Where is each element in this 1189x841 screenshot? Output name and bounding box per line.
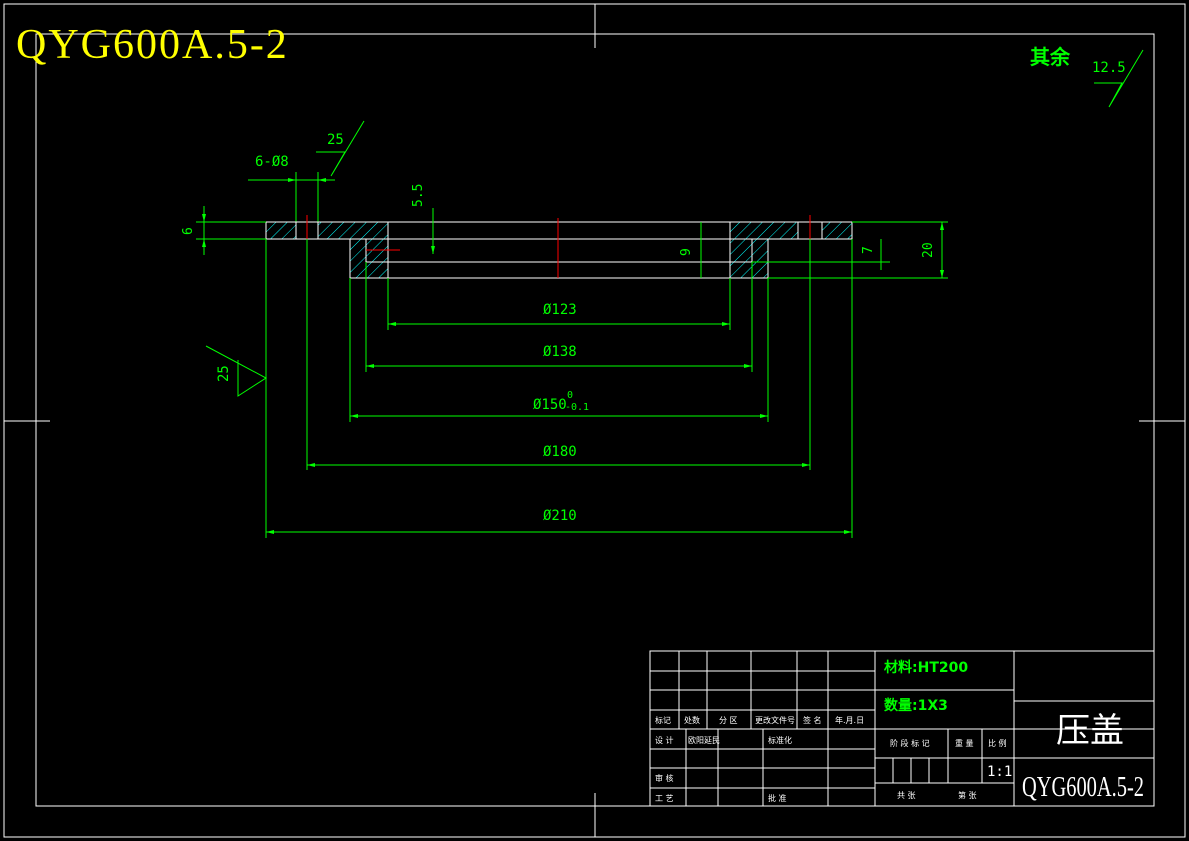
dim-d150: Ø150 <box>533 397 567 413</box>
roughness-other-symbol <box>1094 49 1144 108</box>
tb-h-zone: 分 区 <box>719 716 738 725</box>
tb-material: 材料:HT200 <box>884 659 968 676</box>
tb-part-name: 压盖 <box>1056 711 1124 751</box>
tb-h-stage: 阶 段 标 记 <box>890 738 930 748</box>
drawing-number-top: QYG600A.5-2 <box>16 22 289 68</box>
dim-d123: Ø123 <box>543 302 577 318</box>
dim-d150-tol-upper: 0 <box>567 390 573 401</box>
hole-callout: 6-Ø8 <box>255 154 289 170</box>
tb-scale: 1:1 <box>987 764 1012 780</box>
dim-20: 20 <box>921 242 936 258</box>
dim-9: 9 <box>679 248 694 256</box>
title-block <box>649 650 1155 807</box>
roughness-left-value: 25 <box>216 365 232 382</box>
roughness-other-label: 其余 <box>1030 45 1071 69</box>
tb-headers: 标记 处数 分 区 更改文件号 签 名 年.月.日 设 计 欧阳延民 标准化 审… <box>655 715 1007 803</box>
tb-h-sign: 签 名 <box>803 715 822 725</box>
tb-h-count: 处数 <box>684 715 700 725</box>
sheet-border <box>3 3 1186 838</box>
dim-d180: Ø180 <box>543 444 577 460</box>
tb-h-total: 共 张 <box>897 791 916 800</box>
tb-h-mark: 标记 <box>655 715 671 725</box>
tb-h-approve: 批 准 <box>768 793 787 803</box>
tb-drawing-number: QYG600A.5-2 <box>1022 772 1144 803</box>
dim-d150-tol-lower: -0.1 <box>565 402 589 413</box>
tb-h-ratio: 比 例 <box>988 738 1007 748</box>
dim-6: 6 <box>181 227 196 235</box>
dim-d210: Ø210 <box>543 508 577 524</box>
tb-designer: 欧阳延民 <box>688 735 720 745</box>
dim-d138: Ø138 <box>543 344 577 360</box>
tb-h-date: 年.月.日 <box>835 715 864 725</box>
tb-h-change: 更改文件号 <box>755 715 795 725</box>
tb-h-process: 工 艺 <box>655 794 674 803</box>
tb-quantity: 数量:1X3 <box>884 697 948 714</box>
dimension-arrows <box>202 178 944 534</box>
tb-h-sheet: 第 张 <box>958 790 977 800</box>
dim-7: 7 <box>861 246 876 254</box>
tb-h-design: 设 计 <box>655 735 674 745</box>
roughness-top-value: 25 <box>327 132 344 148</box>
roughness-top-symbol <box>316 120 365 177</box>
roughness-other-value: 12.5 <box>1092 60 1126 76</box>
part-section <box>265 215 853 279</box>
tb-h-weight: 重 量 <box>955 738 974 748</box>
tb-h-standard: 标准化 <box>768 735 792 745</box>
tb-h-review: 审 核 <box>655 773 674 783</box>
dimension-lines <box>196 206 948 538</box>
dim-5-5: 5.5 <box>411 184 426 207</box>
